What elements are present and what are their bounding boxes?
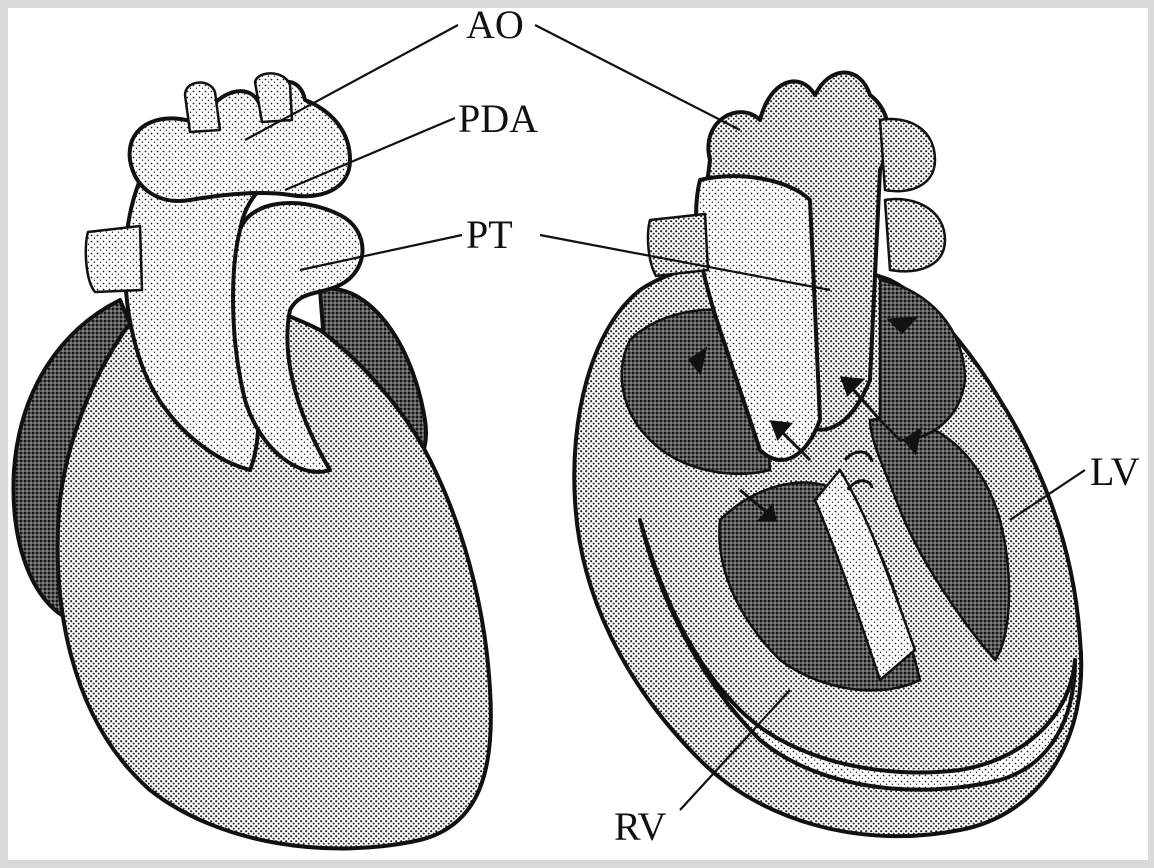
label-ao: AO [466, 2, 524, 47]
brachiocephalic-stub [185, 83, 220, 132]
heart-cutaway-view [574, 73, 1081, 837]
svc-stub [86, 226, 142, 292]
carotid-stub [255, 73, 292, 122]
cutaway-right-vessel-lower [885, 199, 945, 271]
cutaway-left-vessel-stub [648, 214, 708, 276]
heart-external-view [13, 73, 490, 848]
left-atrium-chamber [880, 280, 965, 440]
cutaway-right-vessel-upper [880, 119, 935, 191]
aortic-arch [130, 82, 350, 201]
label-pt: PT [466, 212, 513, 257]
ao-leader-right [535, 25, 740, 130]
label-rv: RV [614, 804, 666, 849]
label-lv: LV [1090, 449, 1140, 494]
label-pda: PDA [458, 96, 538, 141]
